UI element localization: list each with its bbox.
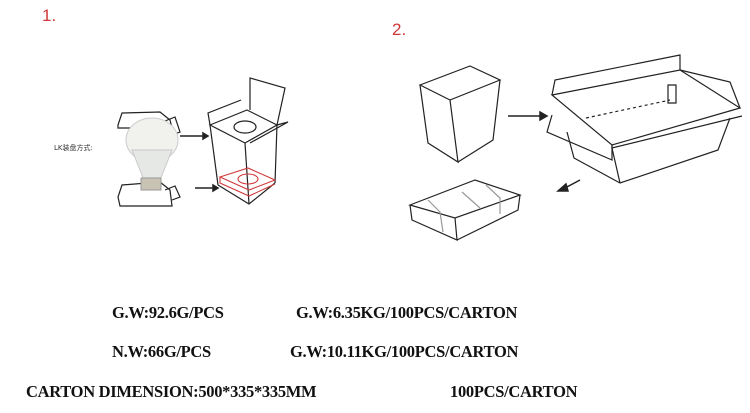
step-1-label: 1. (42, 6, 57, 25)
tall-box (418, 65, 502, 164)
single-box (207, 77, 289, 205)
gross-weight-per-piece: G.W:92.6G/PCS (112, 303, 224, 322)
gross-weight-per-carton-1: G.W:6.35KG/100PCS/CARTON (296, 303, 518, 322)
taped-carton (408, 179, 522, 241)
arrows (180, 110, 581, 193)
box-bottom-insert (218, 167, 277, 197)
gross-weight-per-carton-2: G.W:10.11KG/100PCS/CARTON (290, 342, 519, 361)
packing-illustrations (117, 54, 743, 241)
carton-dimension: CARTON DIMENSION:500*335*335MM (26, 382, 317, 401)
open-carton (546, 54, 743, 184)
step-2-label: 2. (392, 20, 407, 39)
net-weight-per-piece: N.W:66G/PCS (112, 342, 211, 361)
packing-method-label: LK装盘方式: (54, 144, 93, 152)
pieces-per-carton: 100PCS/CARTON (450, 382, 578, 401)
light-bulb-image (125, 117, 179, 191)
